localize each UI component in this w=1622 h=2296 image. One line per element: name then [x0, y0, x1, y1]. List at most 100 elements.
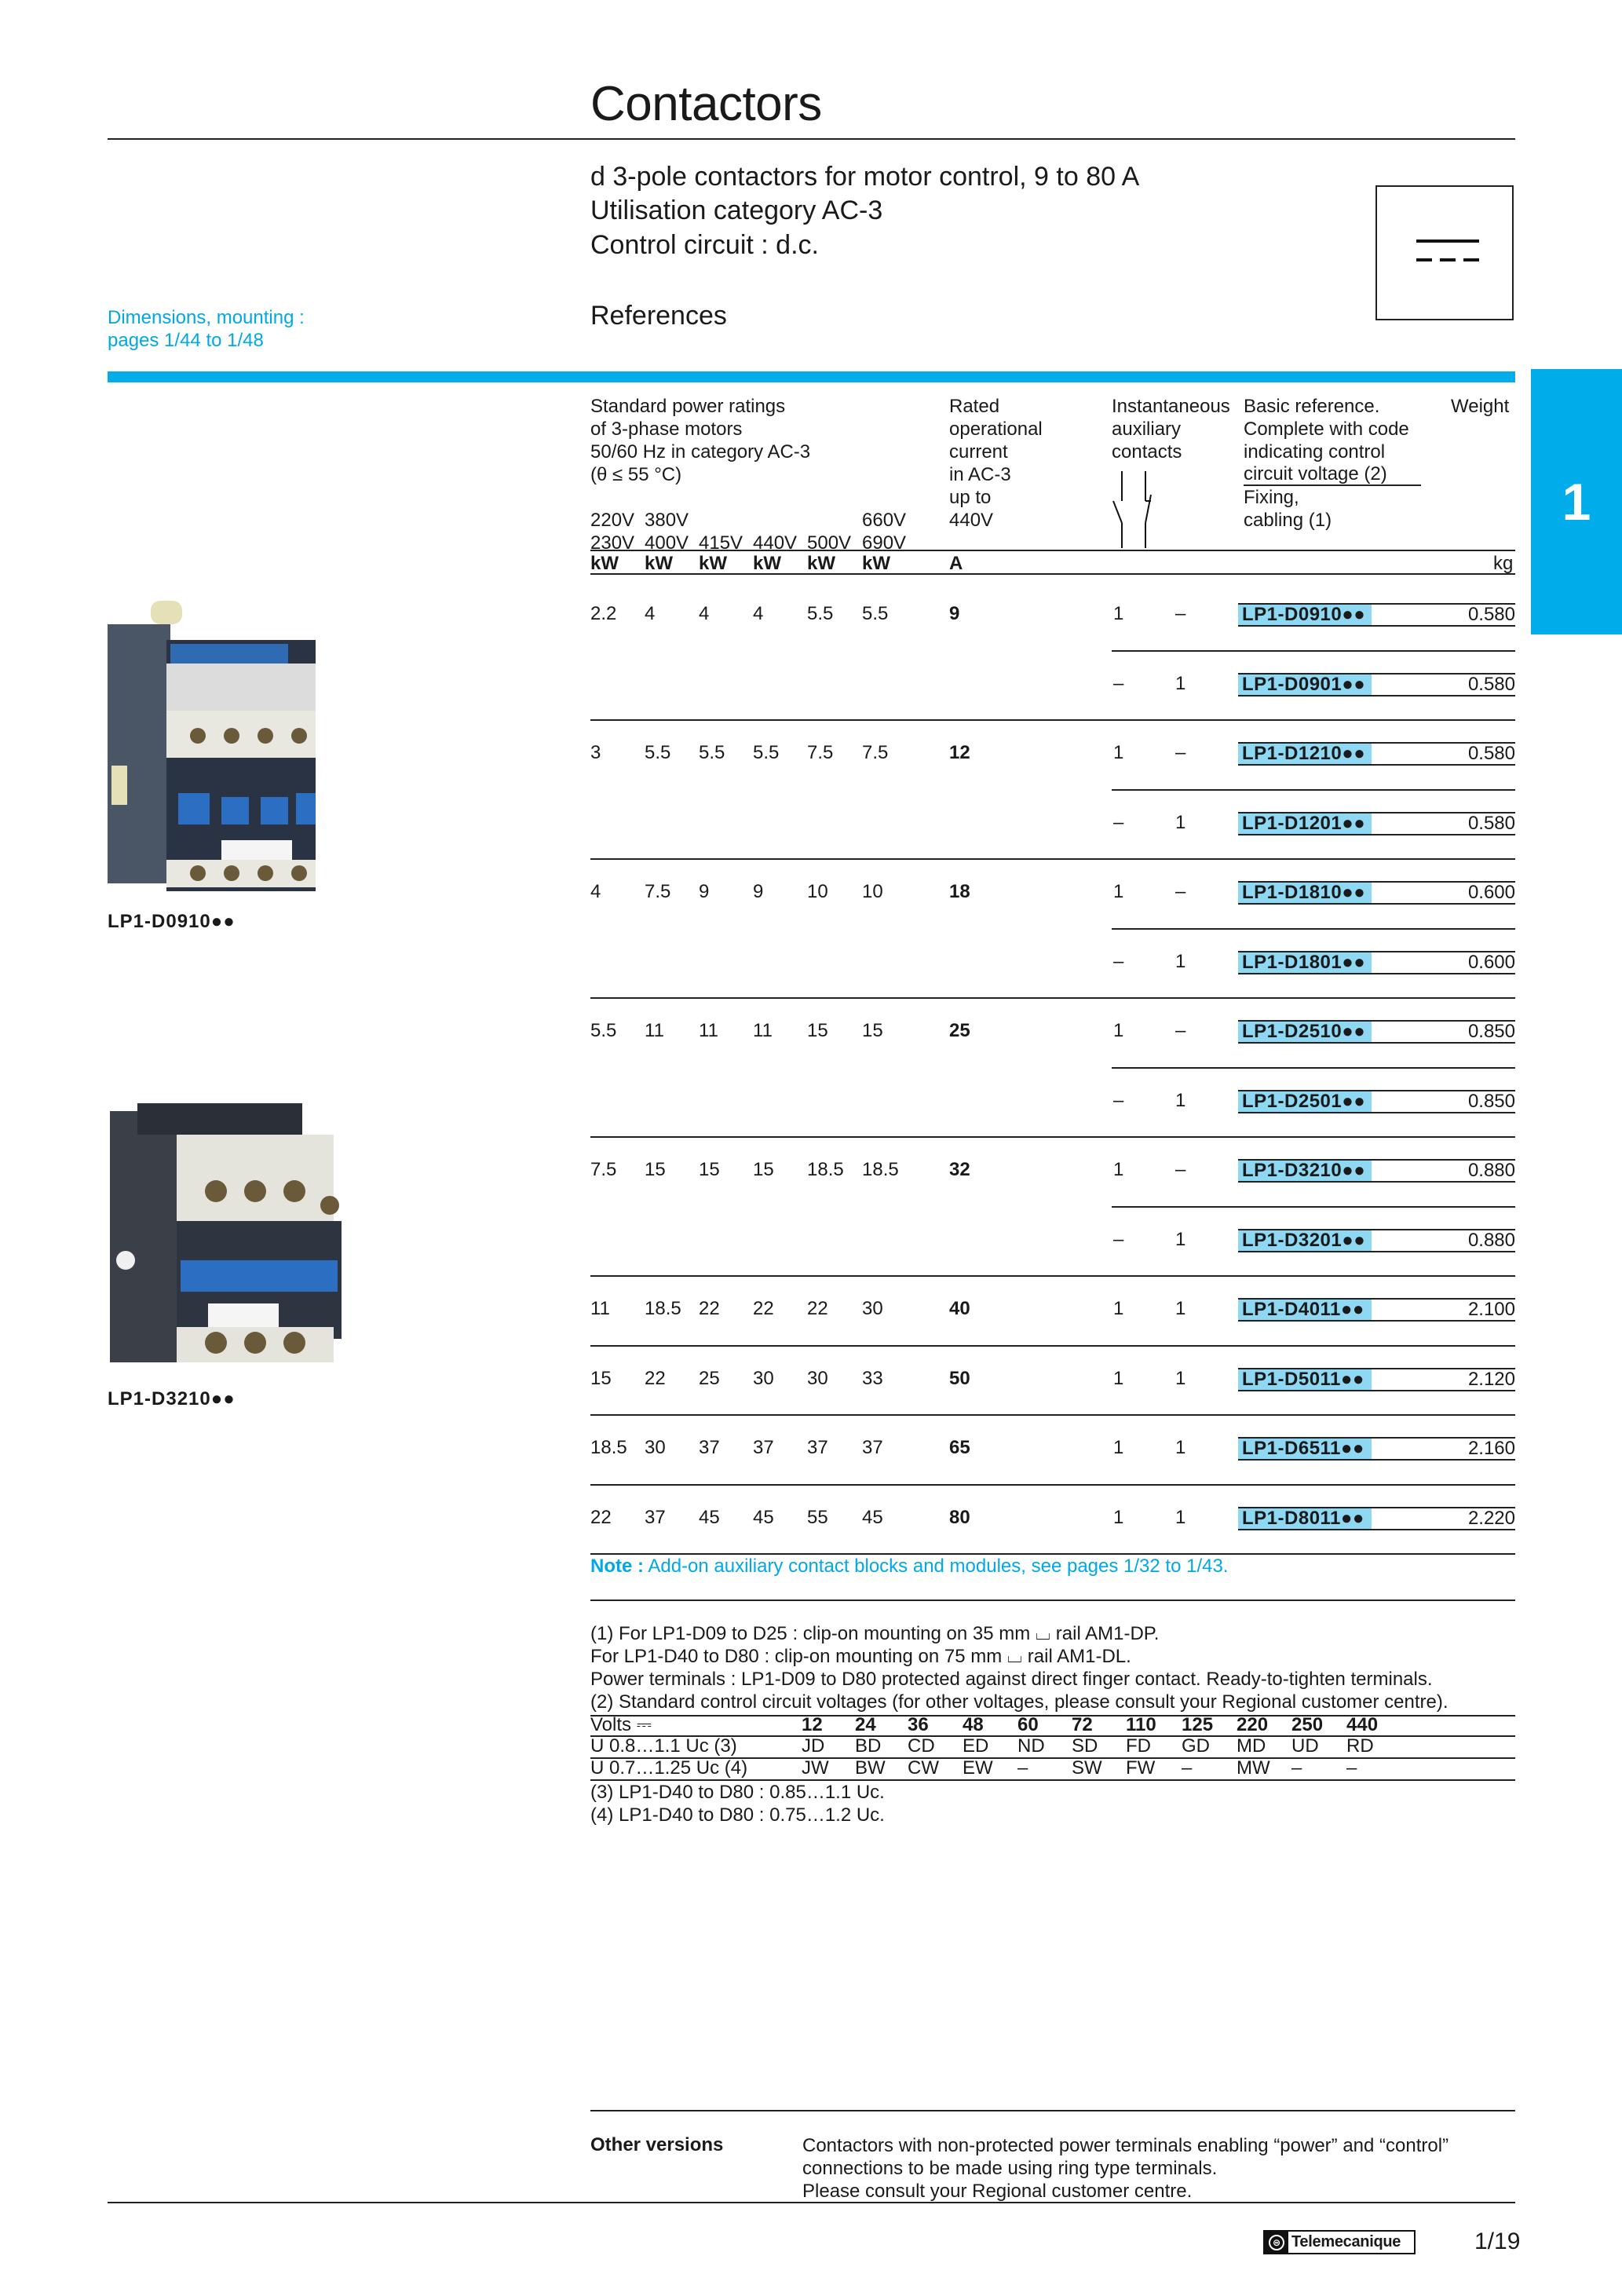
header-power-ratings: Standard power ratings of 3-phase motors…: [590, 396, 811, 485]
reference-code[interactable]: LP1-D0910●●: [1242, 604, 1366, 625]
aux-nc-contact: 1: [1175, 1506, 1186, 1528]
aux-no-contact: 1: [1113, 1506, 1124, 1528]
voltage-code: FW: [1126, 1757, 1156, 1779]
weight-value: 0.880: [1467, 1229, 1515, 1251]
title-rule: [108, 138, 1515, 140]
photo-caption-1: LP1-D0910●●: [108, 911, 236, 932]
weight-value: 0.600: [1467, 882, 1515, 903]
aux-no-contact: 1: [1113, 881, 1124, 902]
reference-code[interactable]: LP1-D4011●●: [1242, 1299, 1364, 1320]
reference-highlight: [1238, 605, 1372, 625]
units-rule: [590, 573, 1515, 575]
kw-cell: 2.2: [590, 603, 617, 624]
voltage-code: BD: [855, 1735, 882, 1757]
reference-row[interactable]: LP1-D1801●● 0.600: [1238, 950, 1515, 974]
voltage-code: FD: [1126, 1735, 1151, 1757]
kw-cell: 7.5: [807, 742, 834, 763]
weight-value: 0.580: [1467, 673, 1515, 695]
kw-cell: 30: [645, 1437, 666, 1458]
reference-code[interactable]: LP1-D2510●●: [1242, 1021, 1366, 1042]
reference-highlight: [1238, 952, 1372, 973]
volts-value: 72: [1072, 1714, 1093, 1735]
voltage-header-220: 220V: [590, 510, 635, 531]
weight-value: 2.160: [1467, 1438, 1515, 1459]
reference-code[interactable]: LP1-D5011●●: [1242, 1368, 1364, 1390]
page-number: 1/19: [1474, 2228, 1521, 2254]
header-aux-contacts: Instantaneous auxiliary contacts: [1112, 396, 1230, 462]
reference-row[interactable]: LP1-D4011●● 2.100: [1238, 1298, 1515, 1322]
unit-kw-4: kW: [753, 553, 781, 574]
aux-no-contact: 1: [1113, 1367, 1124, 1389]
unit-kw-6: kW: [862, 553, 890, 574]
volts-value: 110: [1126, 1714, 1156, 1735]
voltage-code: –: [1017, 1757, 1028, 1779]
reference-row[interactable]: LP1-D1201●● 0.580: [1238, 811, 1515, 835]
volts-value: 440: [1346, 1714, 1379, 1735]
kw-cell: 9: [699, 881, 710, 902]
unit-kw-5: kW: [807, 553, 835, 574]
unit-kg: kg: [1493, 553, 1514, 574]
kw-cell: 22: [807, 1298, 828, 1319]
chapter-tab[interactable]: 1: [1531, 369, 1622, 634]
subtitle-line-1: d 3-pole contactors for motor control, 9…: [590, 162, 1140, 192]
note-rule: [590, 1600, 1515, 1601]
kw-cell: 45: [862, 1506, 883, 1528]
aux-nc-contact: 1: [1175, 811, 1186, 833]
reference-row[interactable]: LP1-D5011●● 2.120: [1238, 1367, 1515, 1391]
kw-cell: 5.5: [862, 603, 889, 624]
reference-highlight: [1238, 1091, 1372, 1112]
reference-row[interactable]: LP1-D3201●● 0.880: [1238, 1228, 1515, 1252]
voltage-code: CW: [908, 1757, 939, 1779]
kw-cell: 25: [699, 1367, 720, 1389]
reference-highlight: [1238, 1230, 1372, 1251]
kw-cell: 45: [699, 1506, 720, 1528]
reference-code[interactable]: LP1-D3201●●: [1242, 1229, 1366, 1251]
dimensions-pages-link[interactable]: pages 1/44 to 1/48: [108, 330, 264, 351]
dc-symbol-icon: [1375, 185, 1514, 320]
rated-current: 65: [949, 1437, 970, 1458]
row-separator: [590, 1553, 1515, 1555]
kw-cell: 15: [862, 1020, 883, 1041]
reference-code[interactable]: LP1-D1201●●: [1242, 812, 1366, 834]
volts-rule-3: [590, 1757, 1515, 1759]
reference-row[interactable]: LP1-D3210●● 0.880: [1238, 1159, 1515, 1183]
rated-current: 9: [949, 603, 960, 624]
reference-row[interactable]: LP1-D1210●● 0.580: [1238, 742, 1515, 766]
reference-code[interactable]: LP1-D8011●●: [1242, 1507, 1364, 1529]
subtitle-line-2: Utilisation category AC-3: [590, 196, 883, 225]
reference-code[interactable]: LP1-D6511●●: [1242, 1438, 1364, 1459]
unit-kw-1: kW: [590, 553, 619, 574]
contactor-photo-large-icon: [106, 1095, 345, 1378]
reference-code[interactable]: LP1-D0901●●: [1242, 673, 1366, 695]
reference-row[interactable]: LP1-D0910●● 0.580: [1238, 603, 1515, 627]
kw-cell: 11: [645, 1020, 664, 1041]
kw-cell: 33: [862, 1367, 883, 1389]
reference-code[interactable]: LP1-D1210●●: [1242, 743, 1366, 764]
kw-cell: 30: [807, 1367, 828, 1389]
reference-code[interactable]: LP1-D3210●●: [1242, 1160, 1366, 1181]
dimensions-link[interactable]: Dimensions, mounting :: [108, 307, 305, 328]
reference-row[interactable]: LP1-D2501●● 0.850: [1238, 1089, 1515, 1113]
reference-row[interactable]: LP1-D8011●● 2.220: [1238, 1506, 1515, 1530]
kw-cell: 5.5: [645, 742, 671, 763]
reference-row[interactable]: LP1-D2510●● 0.850: [1238, 1020, 1515, 1044]
reference-code[interactable]: LP1-D2501●●: [1242, 1090, 1366, 1112]
weight-value: 0.850: [1467, 1090, 1515, 1112]
reference-row[interactable]: LP1-D1810●● 0.600: [1238, 881, 1515, 905]
volts-value: 48: [963, 1714, 984, 1735]
reference-code[interactable]: LP1-D1810●●: [1242, 882, 1366, 903]
unit-amps: A: [949, 553, 963, 574]
volts-rule-1: [590, 1715, 1515, 1717]
voltage-code: ND: [1017, 1735, 1045, 1757]
voltage-code: –: [1182, 1757, 1193, 1779]
kw-cell: 22: [753, 1298, 774, 1319]
reference-row[interactable]: LP1-D6511●● 2.160: [1238, 1437, 1515, 1461]
kw-cell: 7.5: [645, 881, 671, 902]
kw-cell: 4: [590, 881, 601, 902]
reference-code[interactable]: LP1-D1801●●: [1242, 951, 1366, 973]
voltage-code: JW: [802, 1757, 829, 1779]
variant-separator: [1112, 1066, 1515, 1069]
reference-row[interactable]: LP1-D0901●● 0.580: [1238, 672, 1515, 696]
tolerance-label: U 0.7…1.25 Uc (4): [590, 1757, 748, 1779]
kw-cell: 11: [699, 1020, 718, 1041]
